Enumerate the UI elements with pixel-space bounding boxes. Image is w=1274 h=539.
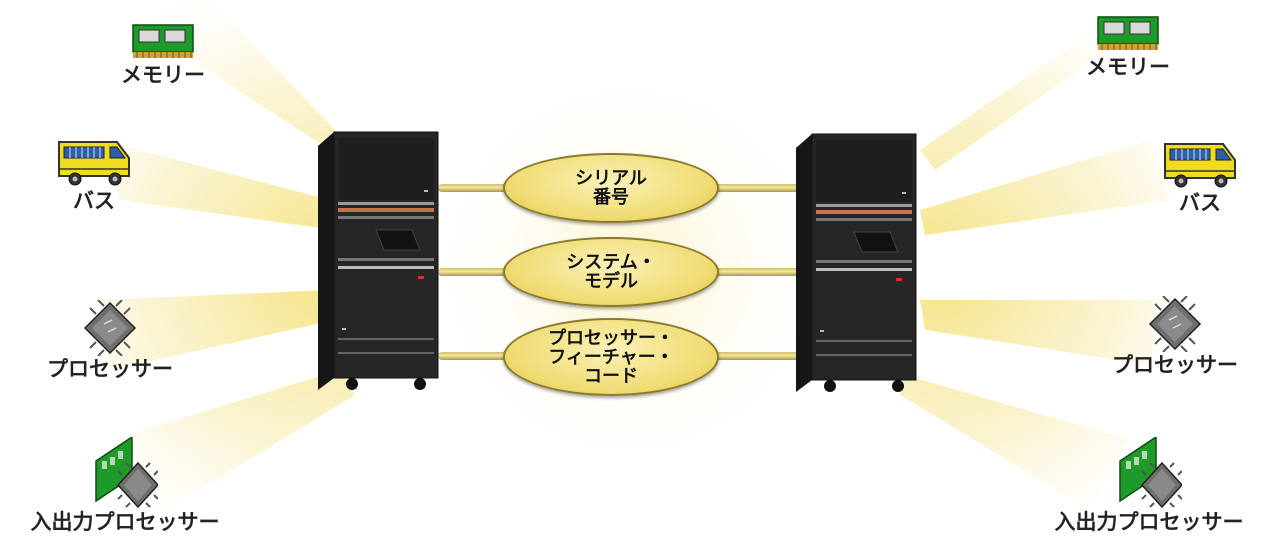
right-memory-label: メモリー bbox=[1086, 55, 1170, 79]
processor-feature-code-oval: プロセッサー・ フィーチャー・ コード bbox=[503, 318, 719, 396]
left-bus-label: バス bbox=[73, 189, 115, 213]
left-iop-label: 入出力プロセッサー bbox=[30, 510, 220, 534]
memory-module-icon bbox=[132, 24, 194, 58]
left-memory-component: メモリー bbox=[103, 22, 223, 86]
left-processor-label: プロセッサー bbox=[47, 357, 173, 381]
right-iop-component: 入出力プロセッサー bbox=[1024, 437, 1274, 533]
right-bus-component: バス bbox=[1150, 138, 1250, 214]
right-processor-label: プロセッサー bbox=[1112, 353, 1238, 377]
left-bus-component: バス bbox=[44, 136, 144, 212]
system-model-oval: システム・ モデル bbox=[503, 237, 719, 307]
io-processor-card-icon bbox=[1119, 437, 1182, 509]
processor-chip-icon bbox=[1148, 296, 1202, 352]
right-bus-label: バス bbox=[1179, 191, 1221, 215]
system-model-line-2: モデル bbox=[584, 271, 638, 292]
io-processor-card-icon bbox=[95, 437, 158, 509]
processor-chip-icon bbox=[83, 300, 137, 356]
left-iop-component: 入出力プロセッサー bbox=[0, 437, 250, 533]
serial-number-oval: シリアル 番号 bbox=[503, 153, 719, 223]
serial-number-line-1: シリアル bbox=[575, 168, 647, 189]
left-memory-label: メモリー bbox=[121, 63, 205, 87]
processor-feature-code-line-2: フィーチャー・ bbox=[548, 346, 674, 368]
right-processor-component: プロセッサー bbox=[1080, 296, 1270, 376]
left-processor-component: プロセッサー bbox=[15, 300, 205, 380]
left-server-icon bbox=[318, 131, 439, 390]
processor-feature-code-line-3: コード bbox=[584, 365, 638, 387]
serial-number-line-2: 番号 bbox=[593, 187, 629, 208]
processor-feature-code-line-1: プロセッサー・ bbox=[548, 327, 674, 349]
right-iop-label: 入出力プロセッサー bbox=[1054, 510, 1244, 534]
bus-icon bbox=[1164, 143, 1236, 188]
right-server-icon bbox=[796, 133, 917, 392]
right-memory-component: メモリー bbox=[1068, 14, 1188, 78]
memory-module-icon bbox=[1097, 16, 1159, 50]
bus-icon bbox=[58, 141, 130, 186]
system-model-line-1: システム・ bbox=[566, 252, 656, 273]
